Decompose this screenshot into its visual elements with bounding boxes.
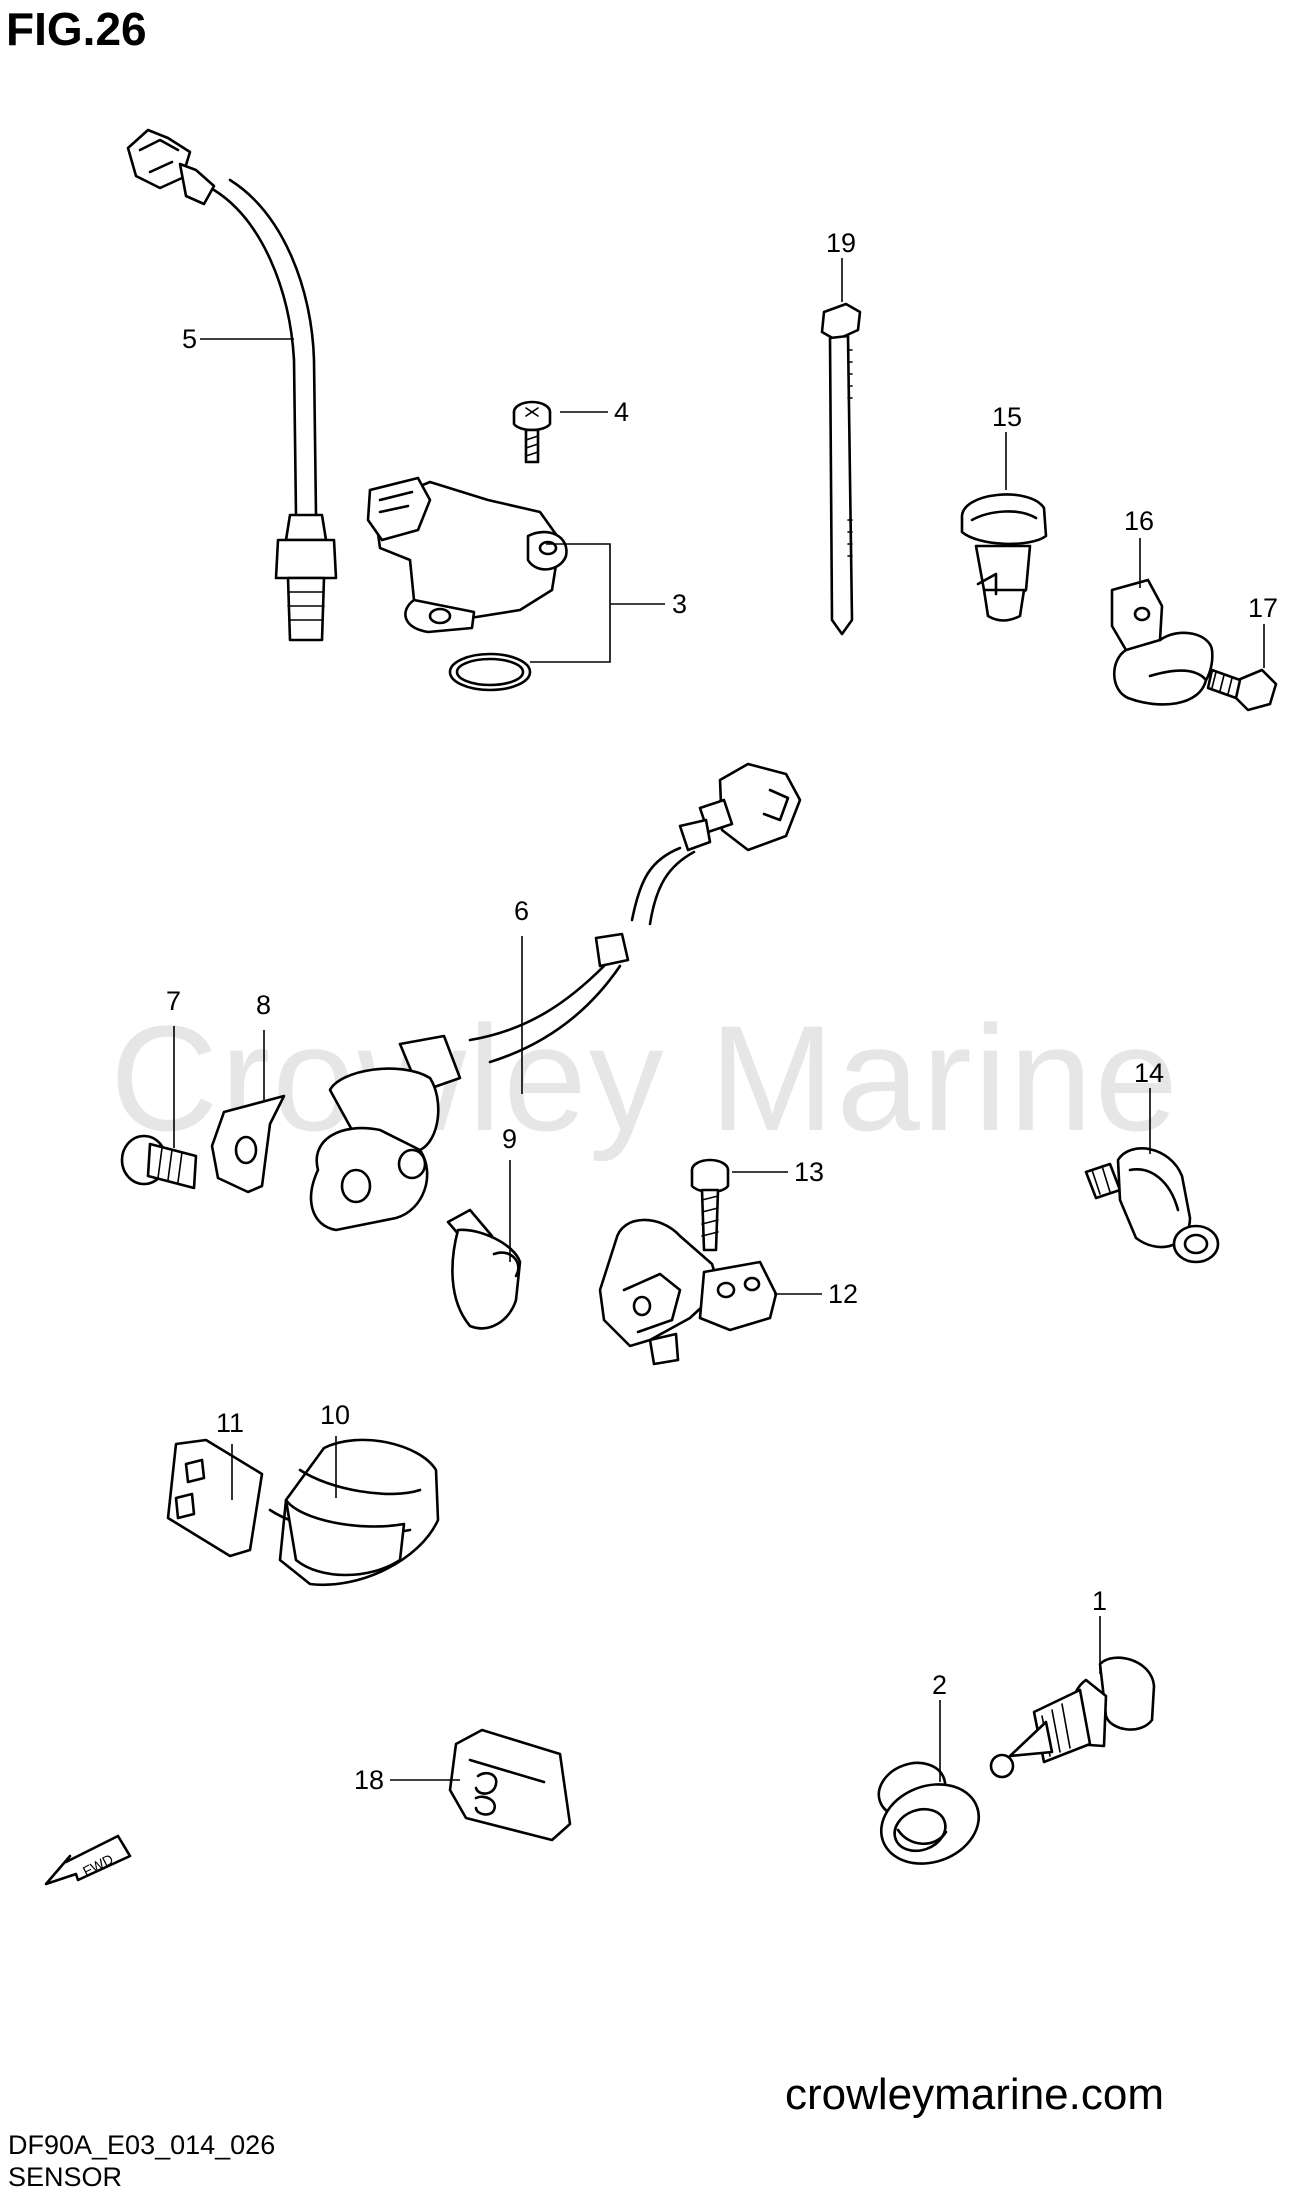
callout-10[interactable]: 10 (320, 1400, 350, 1430)
callout-18[interactable]: 18 (354, 1765, 384, 1795)
part-11-grommet[interactable] (166, 1438, 264, 1558)
part-6-position-sensor[interactable] (309, 762, 802, 1232)
part-5-temperature-sensor[interactable] (126, 128, 338, 642)
callout-19[interactable]: 19 (826, 228, 856, 258)
callout-2[interactable]: 2 (932, 1670, 947, 1700)
part-9-adapter[interactable] (446, 1208, 522, 1330)
part-8-spacer-plate[interactable] (210, 1094, 286, 1194)
part-4-bolt[interactable] (512, 400, 552, 464)
callout-13[interactable]: 13 (794, 1157, 824, 1187)
site-url: crowleymarine.com (785, 2070, 1164, 2119)
part-18-cap[interactable] (448, 1728, 572, 1842)
part-2-grommet[interactable] (870, 1754, 990, 1877)
leader-lines (173, 258, 1265, 1782)
part-14-pressure-switch[interactable] (1084, 1147, 1220, 1264)
callout-5[interactable]: 5 (182, 324, 197, 354)
forward-arrow-icon: FWD (44, 1834, 132, 1886)
part-7-bolt[interactable] (120, 1134, 198, 1190)
part-3-pressure-sensor[interactable] (366, 476, 568, 692)
part-10-holder[interactable] (268, 1438, 440, 1587)
callout-7[interactable]: 7 (166, 986, 181, 1016)
part-16-clamp[interactable] (1110, 578, 1214, 706)
callout-3[interactable]: 3 (672, 589, 687, 619)
part-17-bolt[interactable] (1206, 668, 1278, 712)
figure-title: FIG.26 (6, 3, 147, 55)
figure-caption: SENSOR (8, 2162, 123, 2192)
callout-9[interactable]: 9 (502, 1124, 517, 1154)
part-13-bolt[interactable] (690, 1158, 730, 1252)
part-12-sensor-bracket[interactable] (598, 1218, 778, 1366)
part-19-cable-tie[interactable] (820, 302, 862, 636)
callout-4[interactable]: 4 (614, 397, 629, 427)
part-15-clip[interactable] (960, 493, 1048, 622)
callout-numbers: 5 4 3 19 15 16 17 6 7 8 9 13 12 14 11 10… (166, 228, 1278, 1795)
callout-14[interactable]: 14 (1134, 1058, 1164, 1088)
callout-15[interactable]: 15 (992, 402, 1022, 432)
part-1-temperature-sender[interactable] (989, 1656, 1156, 1779)
figure-code: DF90A_E03_014_026 (8, 2130, 276, 2160)
callout-16[interactable]: 16 (1124, 506, 1154, 536)
watermark-text: Crowley Marine (110, 994, 1180, 1162)
callout-11[interactable]: 11 (216, 1408, 244, 1438)
callout-1[interactable]: 1 (1092, 1586, 1107, 1616)
callout-8[interactable]: 8 (256, 990, 271, 1020)
callout-6[interactable]: 6 (514, 896, 529, 926)
callout-12[interactable]: 12 (828, 1279, 858, 1309)
callout-17[interactable]: 17 (1248, 593, 1278, 623)
